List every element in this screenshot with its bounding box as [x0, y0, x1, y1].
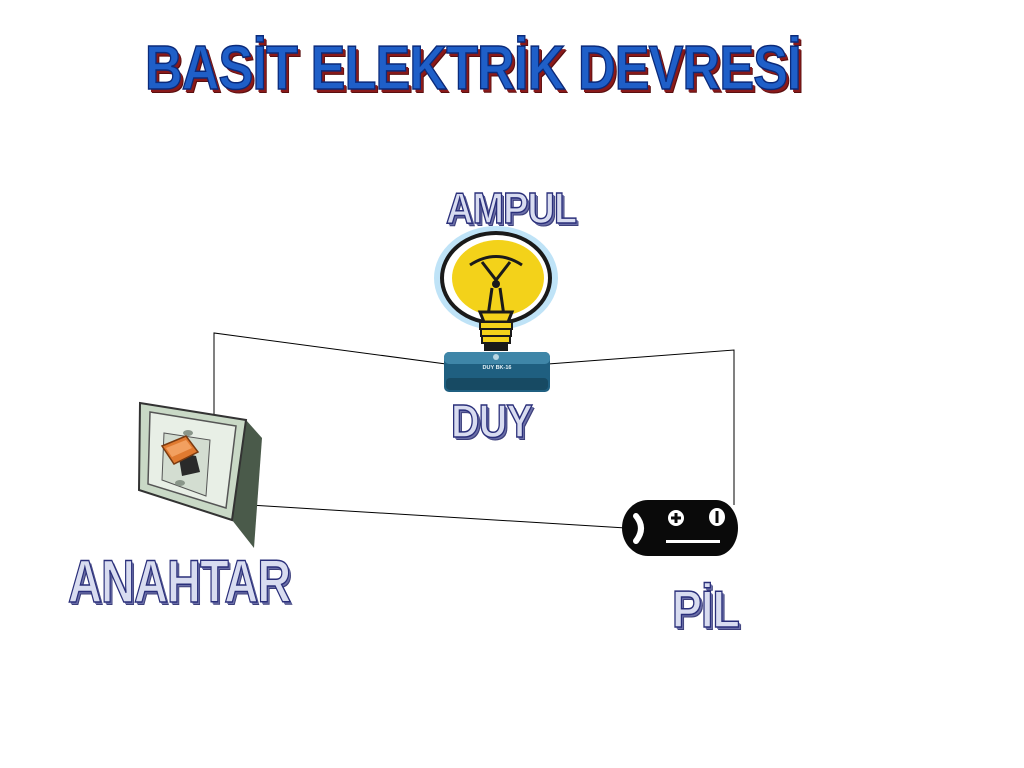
socket-label: DUY	[450, 395, 533, 447]
battery-icon	[622, 500, 738, 556]
light-bulb-icon	[434, 226, 558, 351]
switch-label: ANAHTAR	[67, 548, 291, 615]
battery-label: PİL	[671, 581, 740, 639]
socket-imprint: DUY BK-16	[483, 365, 512, 371]
light-switch-icon	[137, 401, 262, 548]
wire-switch-to-socket	[213, 332, 447, 425]
bulb-socket-icon: DUY BK-16	[444, 352, 550, 392]
wires	[213, 332, 735, 529]
wire-socket-to-battery	[547, 349, 735, 505]
wire-switch-to-battery	[232, 503, 627, 529]
page-title: BASİT ELEKTRİK DEVRESİ	[144, 34, 802, 103]
bulb-label: AMPUL	[445, 184, 577, 233]
